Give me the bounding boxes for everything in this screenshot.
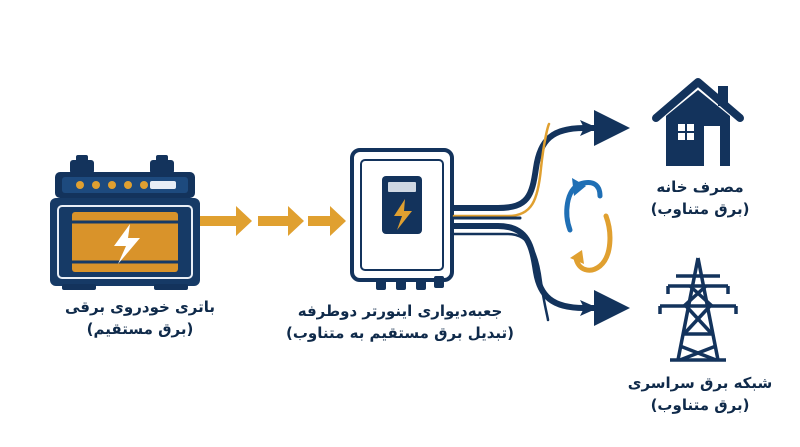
- grid-subtitle: (برق متناوب): [650, 396, 750, 414]
- grid-title: شبکه برق سراسری: [627, 374, 773, 392]
- inverter-icon: [350, 148, 454, 290]
- battery-subtitle: (برق مستقیم): [86, 320, 194, 338]
- house-title: مصرف خانه: [656, 178, 744, 196]
- inverter-subtitle: (تبدیل برق مستقیم به متناوب): [285, 324, 515, 342]
- battery-label: باتری خودروی برقی (برق مستقیم): [30, 296, 250, 340]
- dc-flow-arrows: [200, 206, 346, 236]
- power-tower-icon: [658, 257, 738, 362]
- ac-output-lines: [451, 110, 630, 326]
- inverter-label: جعبه‌دیواری اینورتر دوطرفه (تبدیل برق مس…: [270, 300, 530, 344]
- bidirectional-arrows-icon: [564, 178, 613, 273]
- house-label: مصرف خانه (برق متناوب): [610, 176, 790, 220]
- inverter-title: جعبه‌دیواری اینورتر دوطرفه: [297, 302, 503, 320]
- house-icon: [652, 78, 744, 166]
- flow-chevrons: [580, 120, 598, 316]
- house-subtitle: (برق متناوب): [650, 200, 750, 218]
- car-battery-icon: [50, 155, 200, 290]
- battery-title: باتری خودروی برقی: [65, 298, 215, 316]
- grid-label: شبکه برق سراسری (برق متناوب): [610, 372, 790, 416]
